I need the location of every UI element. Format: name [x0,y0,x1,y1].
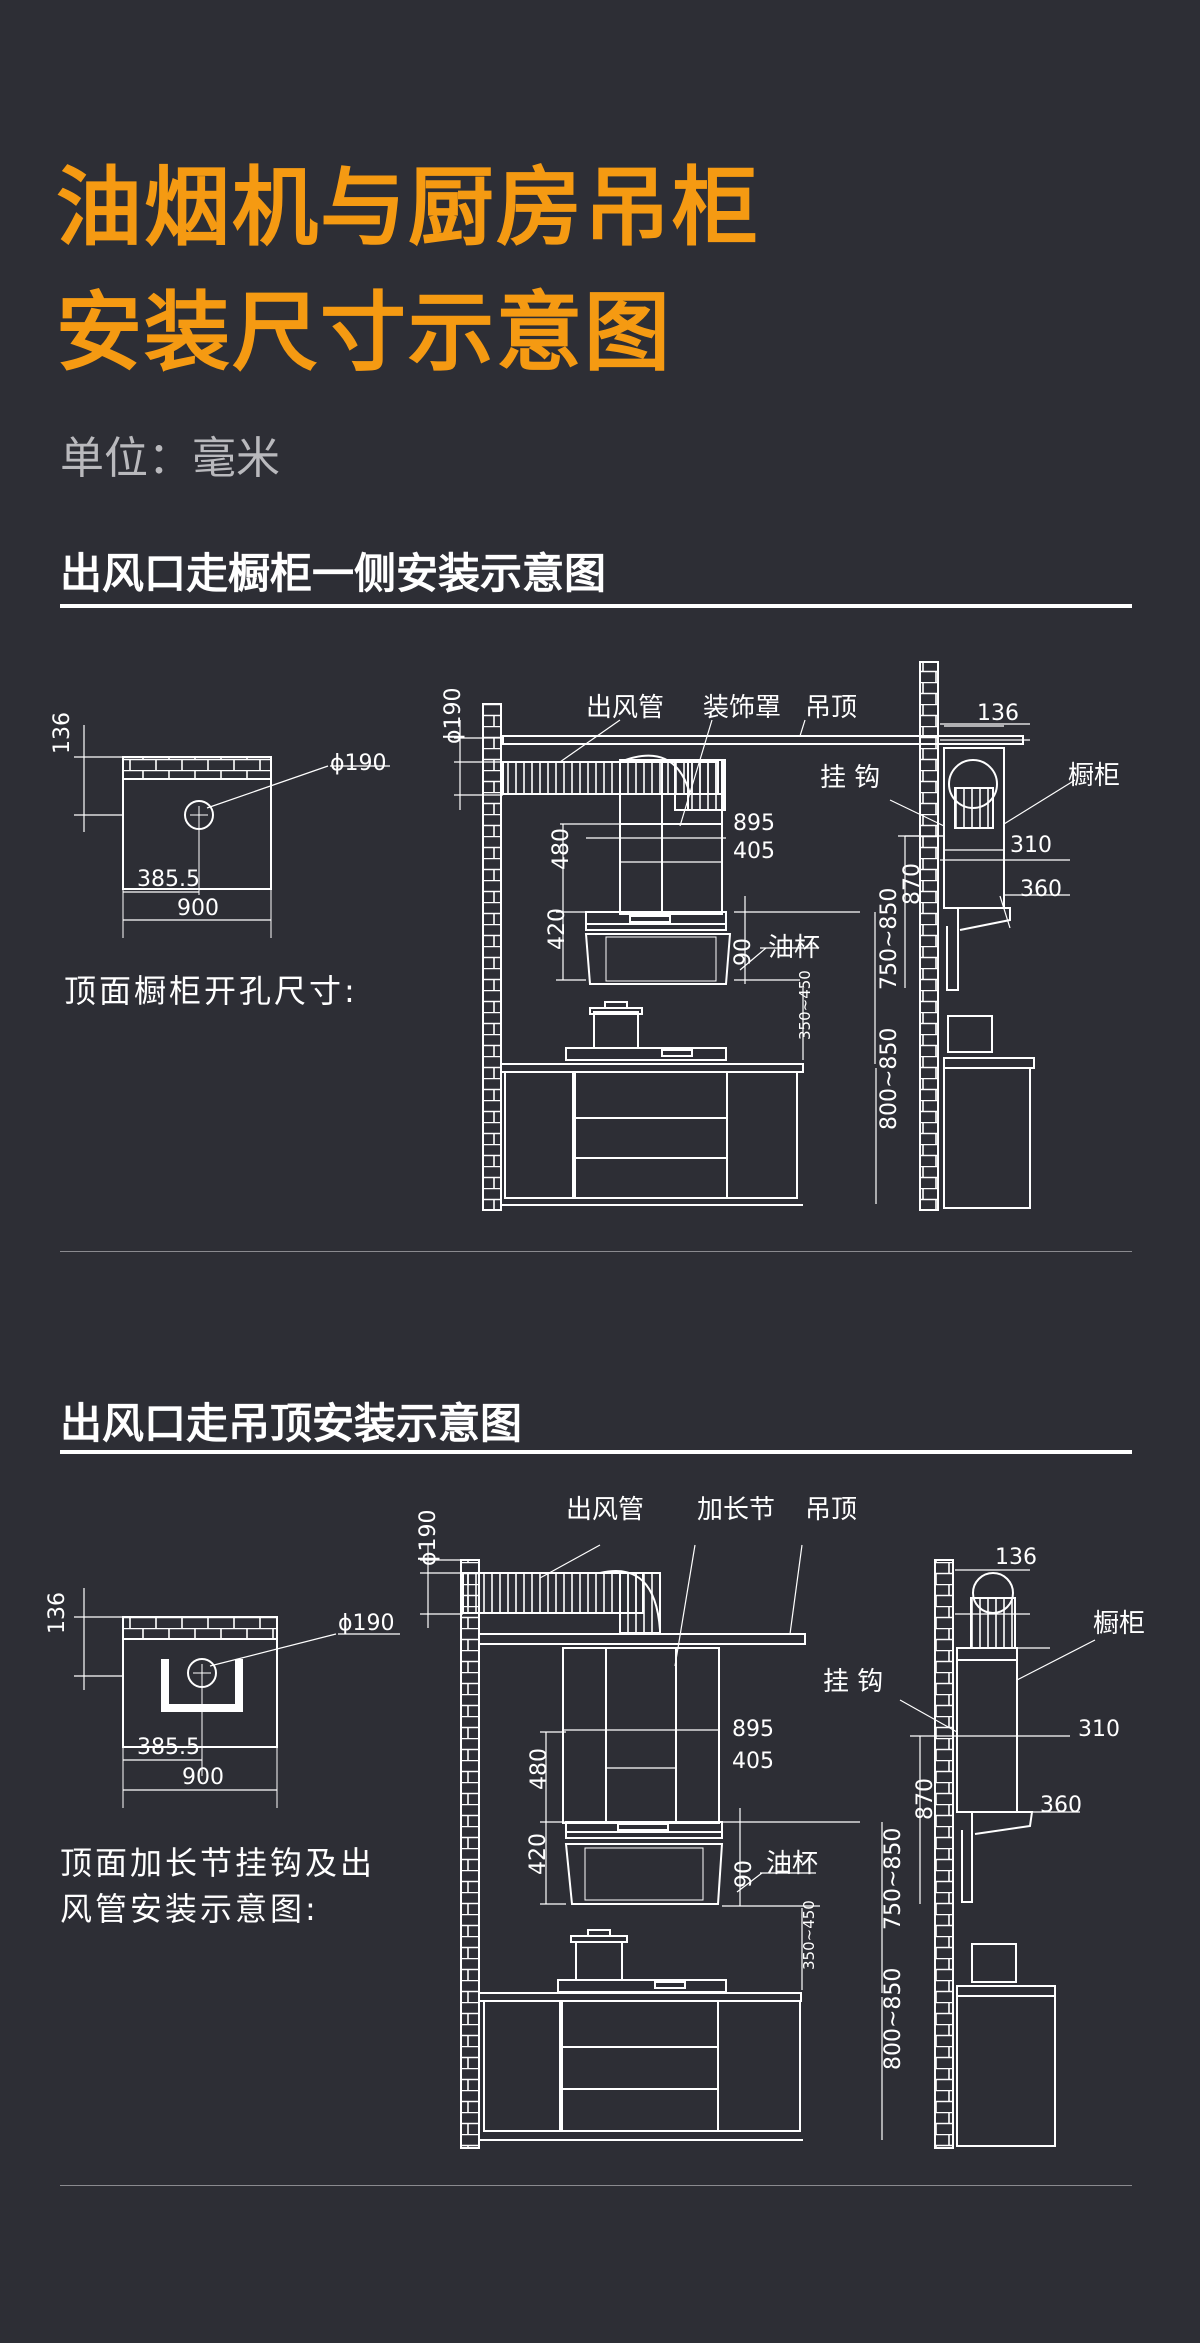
s2-phi190-small: ϕ190 [338,1611,395,1636]
s1-dim-420: 420 [545,908,570,950]
s2-label-hook: 挂 钩 [823,1667,883,1697]
s1-dim-405: 405 [733,839,775,864]
s1-side-dim-870: 870 [900,863,925,905]
s2-side-dim-870: 870 [913,1778,938,1820]
title-line-2: 安装尺寸示意图 [56,283,672,383]
s1-dim-350-450: 350~450 [796,970,814,1040]
s2-label-cabinet: 橱柜 [1093,1609,1145,1639]
s1-side-dim-360: 360 [1020,877,1062,902]
section1-heading: 出风口走橱柜一侧安装示意图 [60,549,607,598]
s2-label-extension: 加长节 [697,1495,775,1525]
s2-dim-405: 405 [732,1749,774,1774]
s1-label-cabinet: 橱柜 [1068,761,1120,791]
section2-rule [60,1450,1132,1454]
s1-hole-detail [74,725,390,938]
s2-dim-750-850: 750~850 [881,1828,906,1930]
s2-side-dim-310: 310 [1078,1717,1120,1742]
s2-dim-3855: 385.5 [137,1735,200,1760]
section2-caption-line2: 风管安装示意图: [60,1890,319,1928]
s2-phi190: ϕ190 [416,1509,441,1566]
s1-dim-800-850: 800~850 [877,1028,902,1130]
s1-side-view [889,661,1076,1211]
s1-dim-750-850: 750~850 [877,888,902,990]
s2-dim-136-small: 136 [45,1592,70,1634]
s1-front-view [454,703,1024,1211]
s2-dim-895: 895 [732,1717,774,1742]
section1-divider [60,1251,1132,1252]
unit-label: 单位：毫米 [60,433,280,484]
section1-caption: 顶面橱柜开孔尺寸: [64,972,358,1010]
s1-phi190-small: ϕ190 [330,751,387,776]
s2-dim-800-850: 800~850 [881,1968,906,2070]
s2-label-ceiling: 吊顶 [805,1495,857,1525]
s2-hole-detail [74,1588,400,1808]
s1-label-cover: 装饰罩 [703,693,781,723]
s2-side-dim-136: 136 [995,1545,1037,1570]
s2-label-oil-cup: 油杯 [766,1849,818,1879]
title-line-1: 油烟机与厨房吊柜 [56,158,760,258]
s1-label-ceiling: 吊顶 [805,693,857,723]
s2-label-duct: 出风管 [566,1495,644,1525]
s2-dim-480: 480 [527,1748,552,1790]
s1-dim-136-small: 136 [50,712,75,754]
s1-side-dim-136: 136 [977,701,1019,726]
s2-dim-350-450: 350~450 [800,1900,818,1970]
section2-heading: 出风口走吊顶安装示意图 [60,1399,523,1448]
s1-phi190: ϕ190 [441,687,466,744]
s1-dim-895: 895 [733,811,775,836]
s1-side-dim-310: 310 [1010,833,1052,858]
section1-rule [60,604,1132,608]
s2-front-view [420,1544,883,2149]
s2-dim-90: 90 [732,1860,757,1888]
s2-side-view [899,1559,1096,2149]
s1-label-oil-cup: 油杯 [768,933,820,963]
s2-side-dim-360: 360 [1040,1793,1082,1818]
s2-dim-420: 420 [526,1833,551,1875]
s2-dim-900: 900 [182,1765,224,1790]
s1-label-hook: 挂 钩 [820,763,880,793]
s1-dim-90: 90 [731,938,756,966]
s1-dim-3855: 385.5 [137,867,200,892]
section2-divider [60,2185,1132,2186]
section2-caption-line1: 顶面加长节挂钩及出 [60,1844,376,1882]
s1-label-duct: 出风管 [586,693,664,723]
s1-dim-900: 900 [177,896,219,921]
s1-dim-480: 480 [549,828,574,870]
